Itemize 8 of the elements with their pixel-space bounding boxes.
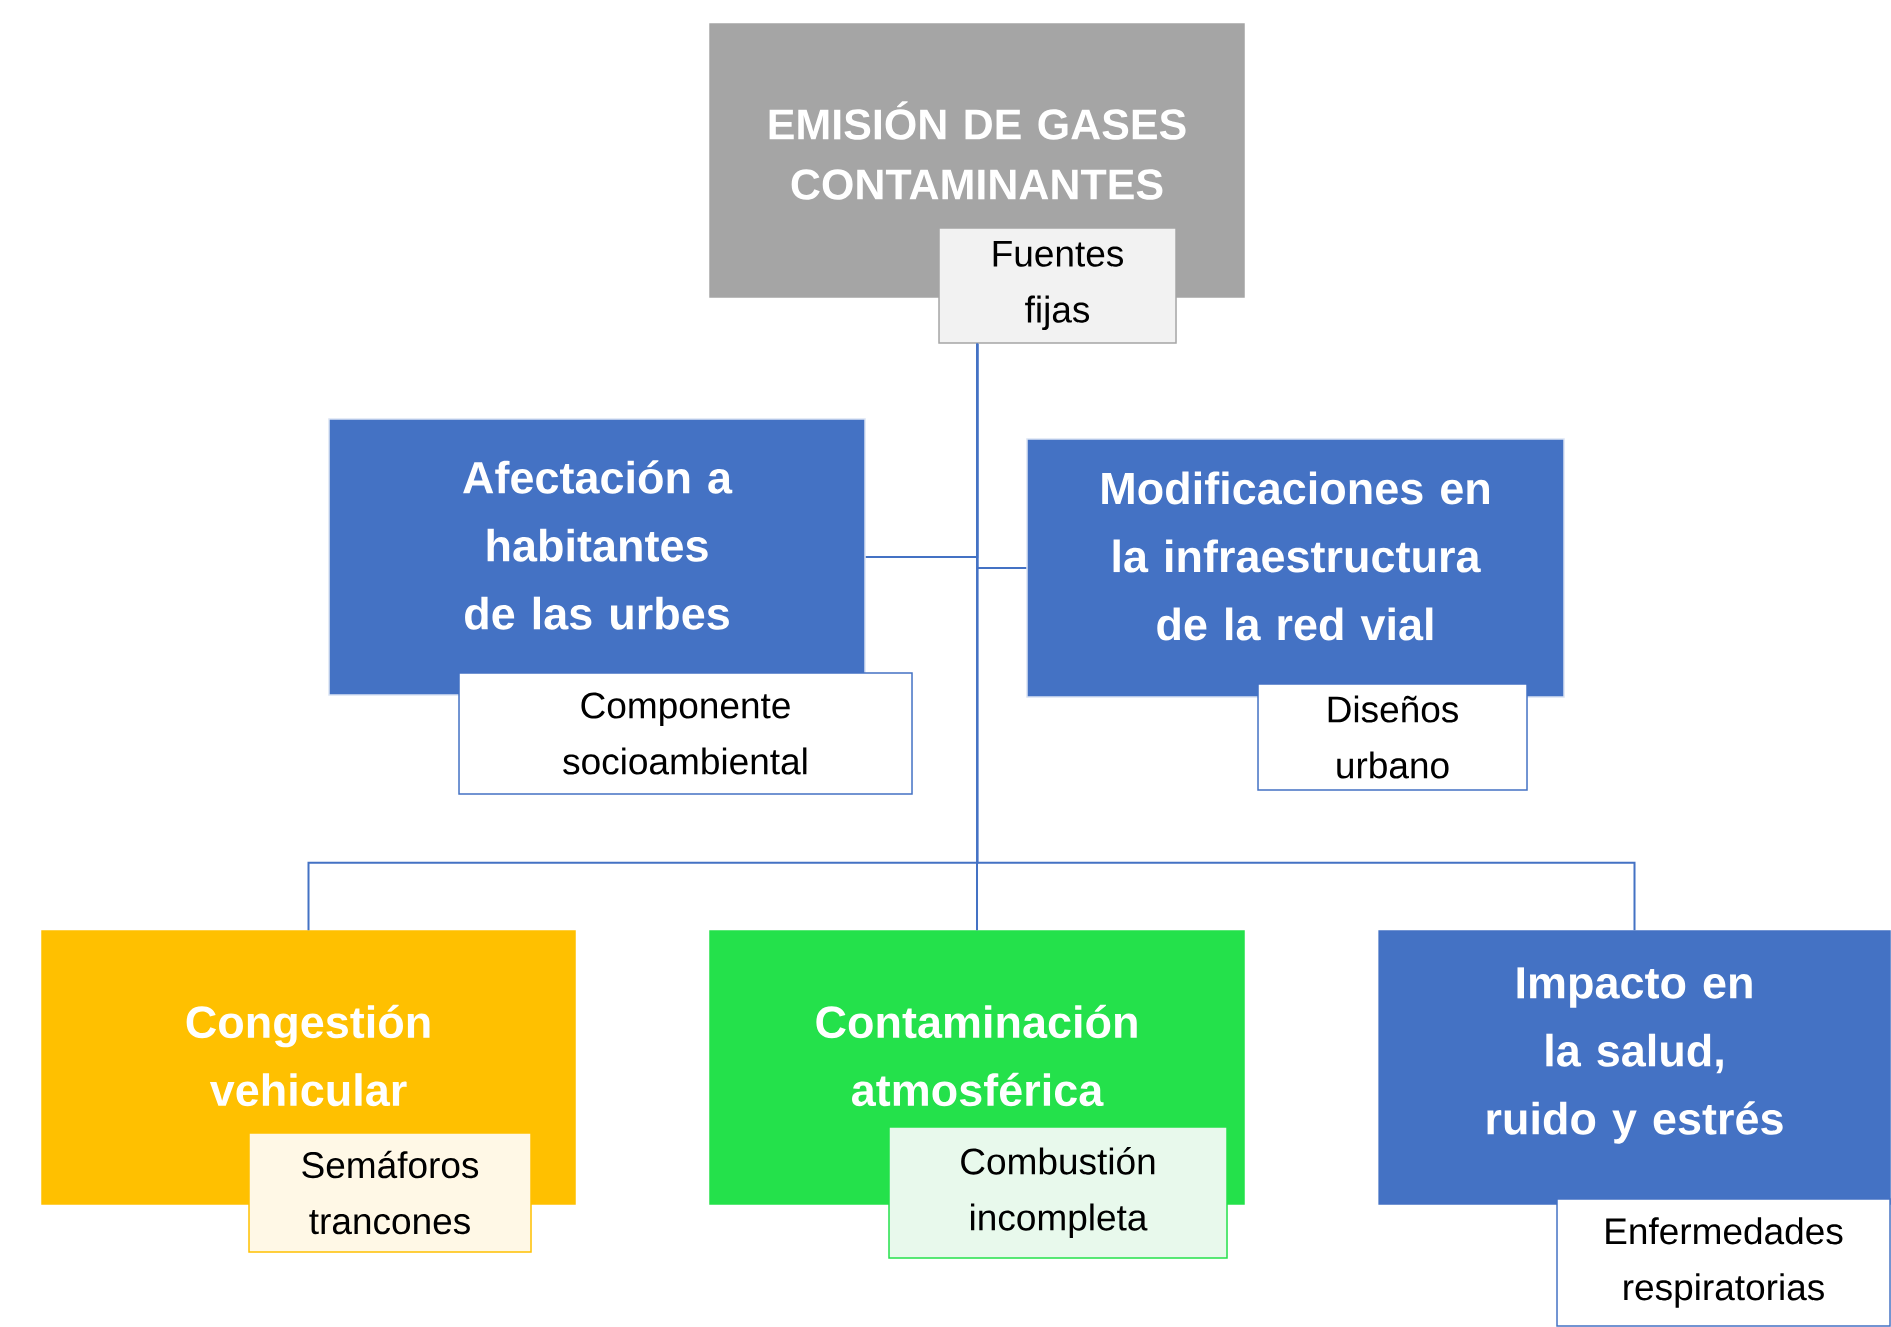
note-box: Semáforos trancones — [248, 1132, 532, 1253]
note-box: Fuentes fijas — [938, 227, 1177, 344]
note-box: Diseños urbano — [1257, 683, 1528, 791]
note-box: Componente socioambiental — [458, 672, 913, 795]
connector-line — [976, 342, 1636, 932]
process-box: Impacto en la salud, ruido y estrés — [1378, 930, 1891, 1205]
note-box: Enfermedades respiratorias — [1556, 1198, 1891, 1327]
note-box: Combustión incompleta — [888, 1126, 1228, 1259]
